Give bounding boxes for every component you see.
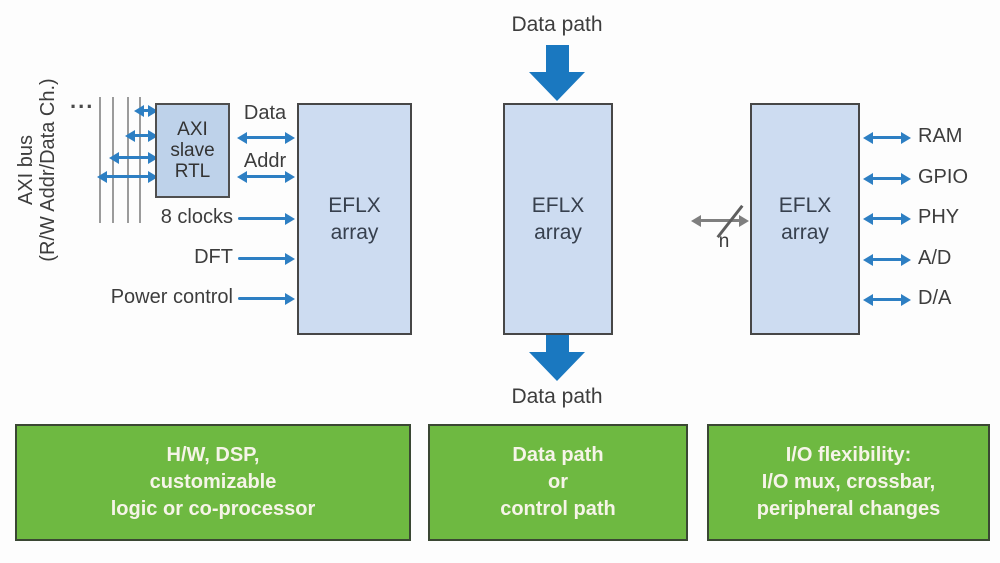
eflx-array-box-1: EFLX array (297, 103, 412, 335)
axi-bus-label: AXI bus (R/W Addr/Data Ch.) (15, 78, 59, 262)
phy-arrow (872, 217, 902, 220)
axi-channel-arrow-3 (118, 156, 149, 159)
bus-line-3 (127, 97, 129, 223)
da-label: D/A (918, 287, 952, 309)
clocks-label: 8 clocks (160, 206, 233, 228)
axi-channel-arrow-2 (134, 134, 149, 137)
data-path-top-arrow-shaft (546, 45, 569, 73)
caption-box-3: I/O flexibility: I/O mux, crossbar, peri… (707, 424, 990, 541)
ad-label: A/D (918, 247, 952, 269)
power-control-arrow (238, 297, 286, 300)
data-arrow (246, 136, 286, 139)
eflx-array-box-2: EFLX array (503, 103, 613, 335)
ram-label: RAM (918, 125, 963, 147)
clocks-arrow (238, 217, 286, 220)
data-path-bottom-arrow-head (529, 352, 585, 381)
caption-box-2: Data path or control path (428, 424, 688, 541)
dft-arrow (238, 257, 286, 260)
data-path-bottom-arrow-shaft (546, 335, 569, 353)
bus-line-4 (139, 97, 141, 223)
axi-slave-rtl-box: AXI slave RTL (155, 103, 230, 198)
gpio-arrow (872, 177, 902, 180)
addr-arrow (246, 175, 286, 178)
ellipsis: ... (70, 88, 95, 113)
phy-label: PHY (918, 206, 960, 228)
addr-label: Addr (243, 150, 287, 172)
data-path-top-arrow-head (529, 72, 585, 101)
bus-width-arrow (700, 219, 740, 222)
data-path-bottom-label: Data path (511, 385, 603, 408)
power-control-label: Power control (110, 286, 233, 308)
gpio-label: GPIO (918, 166, 969, 188)
bus-width-label: n (718, 231, 730, 252)
dft-label: DFT (194, 246, 233, 268)
ad-arrow (872, 258, 902, 261)
eflx-array-box-3: EFLX array (750, 103, 860, 335)
data-label: Data (243, 102, 287, 124)
data-path-top-label: Data path (511, 13, 603, 36)
bus-line-1 (99, 97, 101, 223)
axi-channel-arrow-4 (106, 175, 149, 178)
ram-arrow (872, 136, 902, 139)
axi-channel-arrow-1 (143, 109, 149, 112)
caption-box-1: H/W, DSP, customizable logic or co-proce… (15, 424, 411, 541)
da-arrow (872, 298, 902, 301)
